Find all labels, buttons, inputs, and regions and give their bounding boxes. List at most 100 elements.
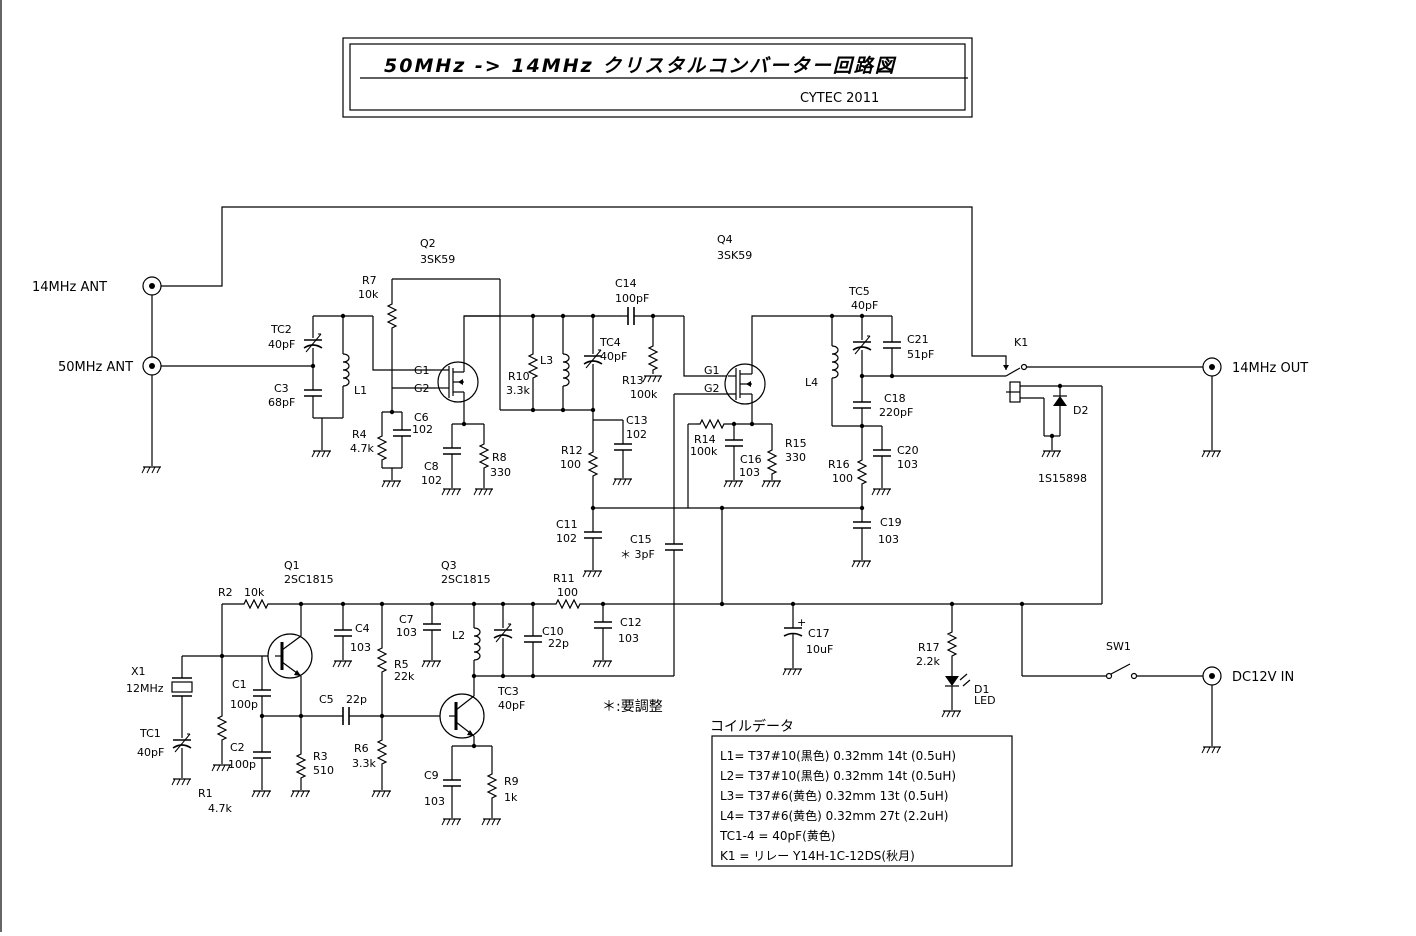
q3-val: 2SC1815	[441, 573, 491, 586]
q4-ref: Q4	[717, 233, 733, 246]
tc1-ref: TC1	[139, 727, 161, 740]
title-main: 50MHz -> 14MHz クリスタルコンバーター回路図	[384, 55, 897, 77]
tc4-ref: TC4	[599, 336, 621, 349]
r14-ref: R14	[694, 433, 716, 446]
tc3-val: 40pF	[498, 699, 525, 712]
r2-val: 10k	[244, 586, 265, 599]
c18-val: 220pF	[879, 406, 913, 419]
port-out14-label: 14MHz OUT	[1232, 361, 1308, 376]
component-labels: Q2 3SK59 Q4 3SK59 Q1 2SC1815 Q3 2SC1815 …	[126, 233, 1131, 815]
c15-val: ＊ 3pF	[620, 548, 655, 561]
q2-mosfet: G1 G2	[414, 315, 500, 496]
svg-text:G1: G1	[704, 364, 720, 377]
r3-ref: R3	[313, 750, 328, 763]
c21-val: 51pF	[907, 348, 934, 361]
tc5-ref: TC5	[848, 285, 870, 298]
c17-val: 10uF	[806, 643, 833, 656]
c19-val: 103	[878, 533, 899, 546]
r2-ref: R2	[218, 586, 233, 599]
d2-val: 1S15898	[1038, 472, 1087, 485]
c12-val: 103	[618, 632, 639, 645]
r13-ref: R13	[622, 374, 644, 387]
c14-ref: C14	[615, 277, 637, 290]
coil-data-table: コイルデータ L1= T37#10(黒色) 0.32mm 14t (0.5uH)…	[710, 718, 1013, 867]
c1-ref: C1	[232, 678, 247, 691]
port-ant50: 50MHz ANT	[58, 356, 162, 376]
l3-ref: L3	[540, 354, 553, 367]
r14-val: 100k	[690, 445, 718, 458]
coil-data-title: コイルデータ	[710, 718, 794, 735]
coil-data-line: L1= T37#10(黒色) 0.32mm 14t (0.5uH)	[720, 749, 956, 763]
c20-ref: C20	[897, 444, 919, 457]
r4-ref: R4	[352, 428, 367, 441]
l2-ref: L2	[452, 629, 465, 642]
r6-ref: R6	[354, 742, 369, 755]
port-dc-label: DC12V IN	[1232, 670, 1294, 685]
port-ant50-label: 50MHz ANT	[58, 360, 133, 375]
c20-val: 103	[897, 458, 918, 471]
r9-ref: R9	[504, 775, 519, 788]
x1-val: 12MHz	[126, 682, 164, 695]
q1-val: 2SC1815	[284, 573, 334, 586]
r5-val: 22k	[394, 670, 415, 683]
coil-data-line: K1 = リレー Y14H-1C-12DS(秋月)	[720, 849, 915, 863]
r8-ref: R8	[492, 451, 507, 464]
c10-val: 22p	[548, 637, 569, 650]
c6-val: 102	[412, 423, 433, 436]
r15-ref: R15	[785, 437, 807, 450]
port-ant14: 14MHz ANT	[32, 276, 162, 296]
title-sub: CYTEC 2011	[800, 91, 879, 106]
r11-val: 100	[557, 586, 578, 599]
r17-val: 2.2k	[916, 655, 940, 668]
tc2-ref: TC2	[270, 323, 292, 336]
port-ant14-label: 14MHz ANT	[32, 280, 107, 295]
r3-val: 510	[313, 764, 334, 777]
relay-k1	[1003, 363, 1222, 604]
c9-val: 103	[424, 795, 445, 808]
q2-tank	[464, 279, 862, 578]
r6-val: 3.3k	[352, 757, 376, 770]
coil-data-line: L2= T37#10(黒色) 0.32mm 14t (0.5uH)	[720, 769, 956, 783]
r9-val: 1k	[504, 791, 518, 804]
c4-ref: C4	[355, 622, 370, 635]
tc3-ref: TC3	[497, 685, 519, 698]
r16-val: 100	[832, 472, 853, 485]
svg-text:G2: G2	[704, 382, 720, 395]
q3-ref: Q3	[441, 559, 457, 572]
coil-data-line: L3= T37#6(黄色) 0.32mm 13t (0.5uH)	[720, 789, 948, 803]
r1-ref: R1	[198, 787, 213, 800]
c7-val: 103	[396, 626, 417, 639]
adjust-note: ＊:要調整	[602, 699, 663, 715]
q2-val: 3SK59	[420, 253, 455, 266]
tc2-val: 40pF	[268, 338, 295, 351]
c2-ref: C2	[230, 741, 245, 754]
input-section	[141, 206, 1007, 488]
c18-ref: C18	[884, 392, 906, 405]
r5-ref: R5	[394, 658, 409, 671]
svg-text:+: +	[797, 616, 806, 629]
c8-val: 102	[421, 474, 442, 487]
c10-ref: C10	[542, 625, 564, 638]
c6-ref: C6	[414, 411, 429, 424]
c8-ref: C8	[424, 460, 439, 473]
c15-ref: C15	[630, 533, 652, 546]
q3-multiplier	[371, 540, 684, 826]
r12-ref: R12	[561, 444, 583, 457]
svg-text:G2: G2	[414, 382, 430, 395]
r1-val: 4.7k	[208, 802, 232, 815]
r15-val: 330	[785, 451, 806, 464]
svg-text:G1: G1	[414, 364, 430, 377]
c4-val: 103	[350, 641, 371, 654]
r7-val: 10k	[358, 288, 379, 301]
port-out14: 14MHz OUT	[1202, 357, 1308, 377]
d2-ref: D2	[1073, 404, 1088, 417]
title-block: 50MHz -> 14MHz クリスタルコンバーター回路図 CYTEC 2011	[342, 37, 973, 118]
q4-tank	[829, 313, 1006, 568]
q4-mosfet: G1 G2	[673, 315, 832, 540]
d1-val: LED	[974, 694, 996, 707]
tc1-val: 40pF	[137, 746, 164, 759]
r7-ref: R7	[362, 274, 377, 287]
c14-val: 100pF	[615, 292, 649, 305]
q1-ref: Q1	[284, 559, 300, 572]
